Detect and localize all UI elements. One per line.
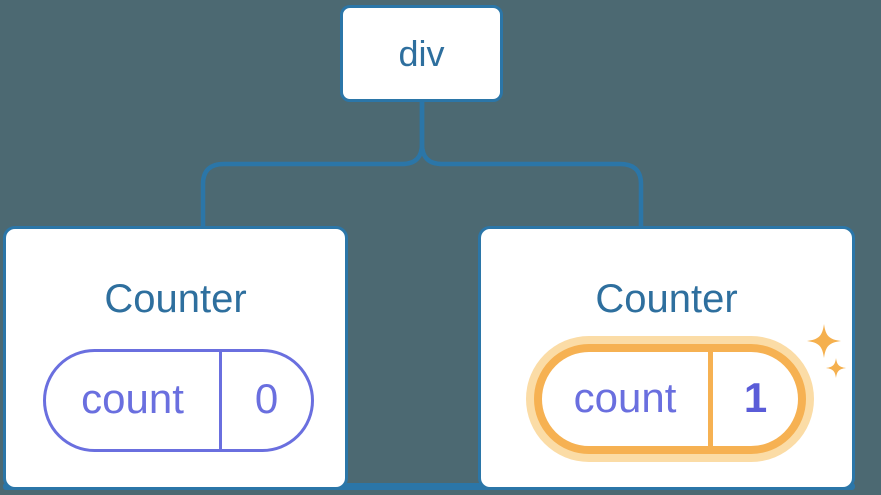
state-pill-count-0: count 0 bbox=[43, 349, 314, 452]
sparkle-small-icon bbox=[826, 358, 846, 378]
state-value-label: 0 bbox=[254, 375, 279, 422]
connector-left-branch bbox=[200, 100, 425, 229]
root-node-label: div bbox=[398, 32, 445, 74]
state-pill-count-1: count 1 bbox=[534, 344, 806, 454]
counter-title: Counter bbox=[595, 277, 738, 321]
connector-right-branch bbox=[419, 100, 644, 229]
counter-card-right: Counter count 1 bbox=[478, 226, 855, 490]
sparkle-large-icon bbox=[807, 324, 841, 358]
pill-divider bbox=[219, 352, 222, 449]
ground-line bbox=[3, 483, 855, 490]
state-value-label: 1 bbox=[743, 373, 768, 421]
state-key-label: count bbox=[81, 375, 184, 422]
counter-card-left: Counter count 0 bbox=[3, 226, 348, 490]
counter-title: Counter bbox=[104, 277, 247, 321]
state-key-label: count bbox=[573, 373, 677, 421]
pill-divider bbox=[708, 352, 713, 446]
root-node-div: div bbox=[340, 5, 503, 102]
